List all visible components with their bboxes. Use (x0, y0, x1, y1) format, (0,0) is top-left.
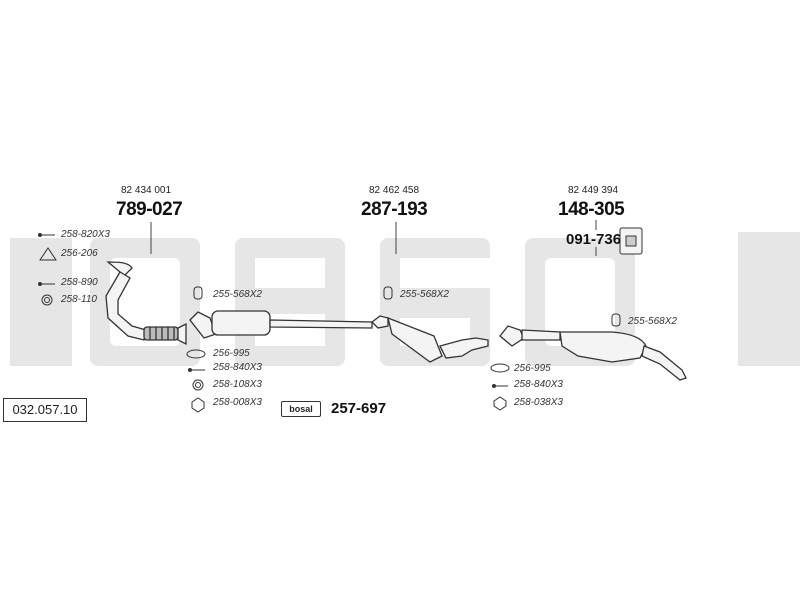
part-number-2: 287-193 (361, 199, 428, 220)
oe-number-3: 82 449 394 (568, 185, 619, 196)
part-number-1: 789-027 (116, 199, 183, 220)
rear-clamp: 255-568X2 (628, 316, 677, 327)
rear-bolt: 258-840X3 (514, 379, 563, 390)
mounting-kit-number: 257-697 (331, 400, 387, 417)
rear-silencer (499, 325, 687, 381)
middle-clamp: 255-568X2 (213, 289, 262, 300)
part-number-3: 148-305 (558, 199, 625, 220)
middle-nut: 258-008X3 (213, 397, 262, 408)
bracket-part: 091-736 (566, 231, 622, 248)
oe-number-2: 82 462 458 (369, 185, 420, 196)
front-part-3: 258-890 (61, 277, 98, 288)
center-clamp: 255-568X2 (400, 289, 449, 300)
front-part-2: 256-206 (61, 248, 98, 259)
front-part-1: 258-820X3 (61, 229, 110, 240)
brand-logo: bosal (281, 401, 321, 417)
front-part-4: 258-110 (61, 294, 97, 305)
rear-nut: 258-038X3 (514, 397, 563, 408)
middle-silencer (189, 310, 489, 363)
middle-gasket: 256-995 (213, 348, 250, 359)
middle-spring: 258-108X3 (213, 379, 262, 390)
oe-number-1: 82 434 001 (121, 185, 172, 196)
catalog-number: 032.057.10 (3, 398, 87, 422)
front-pipe (105, 261, 187, 346)
rear-gasket: 256-995 (514, 363, 551, 374)
hardware-icons (38, 227, 643, 413)
middle-bolt: 258-840X3 (213, 362, 262, 373)
